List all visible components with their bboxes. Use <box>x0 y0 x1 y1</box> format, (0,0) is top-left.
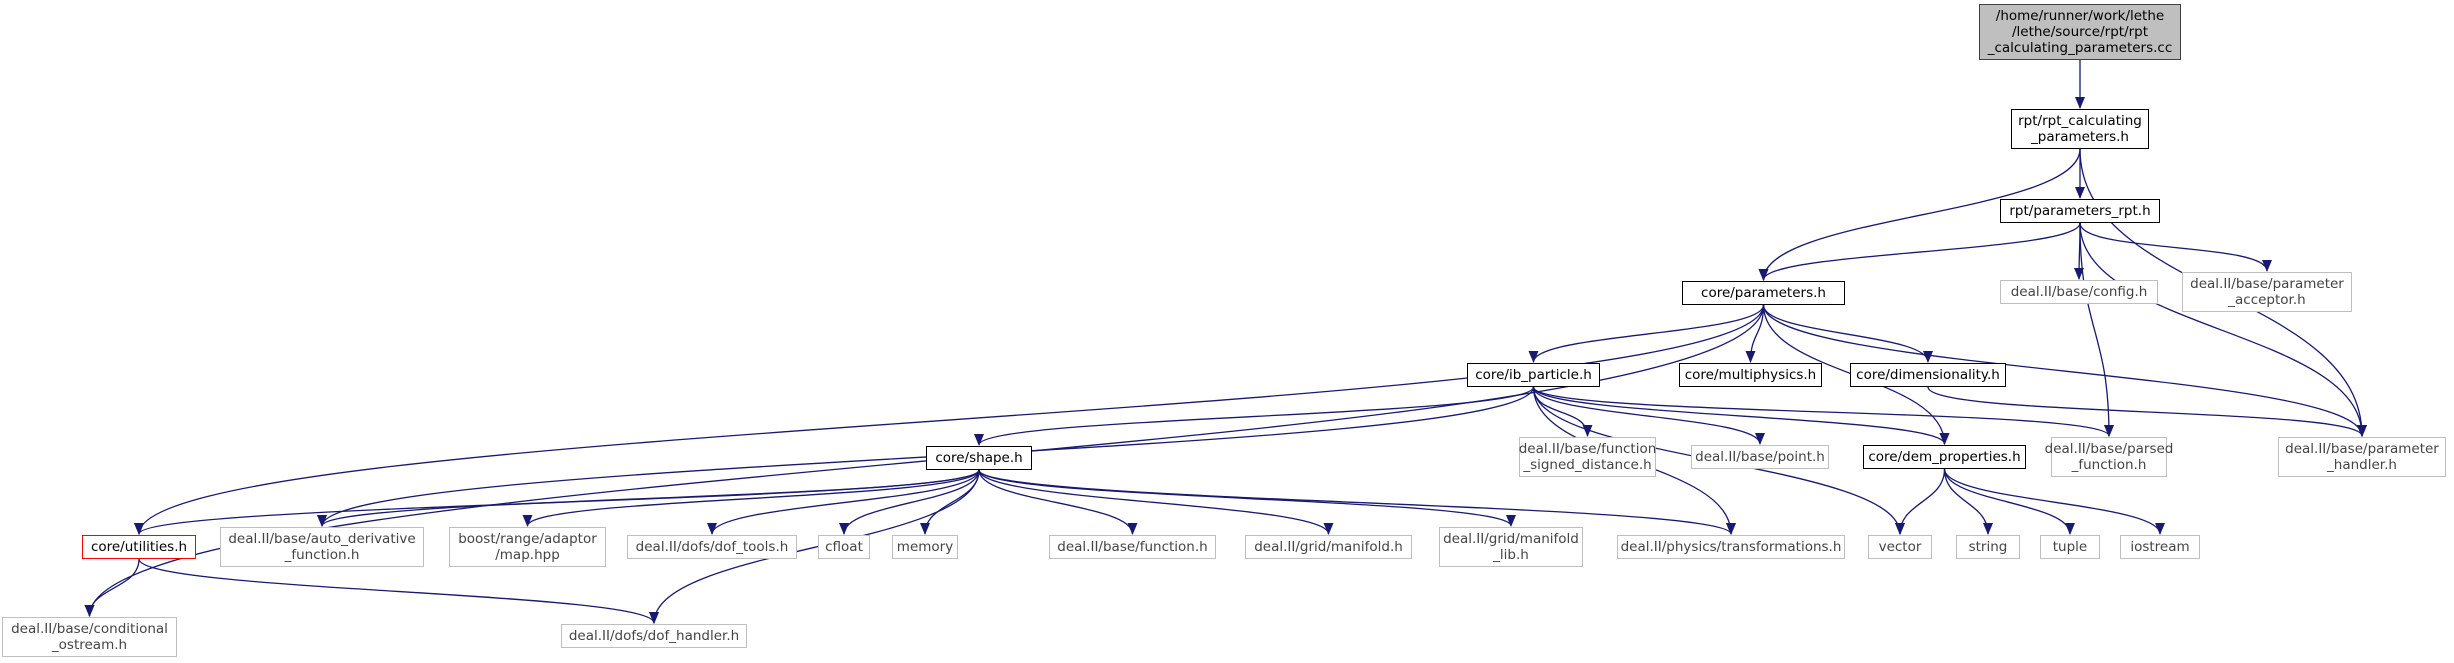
node-multiphysics[interactable]: core/multiphysics.h <box>1679 363 1822 387</box>
node-param-acceptor: deal.II/base/parameter _acceptor.h <box>2182 272 2352 312</box>
edge-ib-particle-to-dem-props <box>1532 386 1950 445</box>
edge-shape-to-manifold-lib <box>978 469 1516 527</box>
edge-utilities-to-dof-handler <box>138 558 659 624</box>
node-root[interactable]: /home/runner/work/lethe /lethe/source/rp… <box>1979 4 2181 60</box>
node-boost-map: boost/range/adaptor /map.hpp <box>449 527 606 567</box>
edge-shape-to-boost-map <box>522 469 980 527</box>
node-params-rpt[interactable]: rpt/parameters_rpt.h <box>2000 199 2160 223</box>
node-config: deal.II/base/config.h <box>2000 280 2158 304</box>
node-cfloat: cfloat <box>818 535 870 559</box>
edge-core-params-to-utilities <box>134 304 1765 535</box>
edge-core-params-to-param-handler <box>1762 304 2367 437</box>
edge-params-rpt-to-param-acceptor <box>2079 222 2272 272</box>
edge-params-rpt-to-parsed-func <box>2079 222 2114 437</box>
edge-shape-to-transformations <box>978 469 1736 535</box>
node-iostream: iostream <box>2120 535 2200 559</box>
node-transformations: deal.II/physics/transformations.h <box>1617 535 1845 559</box>
node-utilities[interactable]: core/utilities.h <box>82 535 196 559</box>
node-tuple: tuple <box>2040 535 2100 559</box>
node-func-sdist: deal.II/base/function _signed_distance.h <box>1519 437 1656 477</box>
node-string: string <box>1956 535 2020 559</box>
edge-ib-particle-to-point <box>1532 386 1765 445</box>
node-ib-particle[interactable]: core/ib_particle.h <box>1467 363 1600 387</box>
edge-shape-to-function <box>978 469 1138 535</box>
edge-shape-to-cfloat <box>839 469 980 535</box>
edge-params-rpt-to-core-params <box>1758 222 2081 281</box>
node-core-params[interactable]: core/parameters.h <box>1682 281 1845 305</box>
node-point: deal.II/base/point.h <box>1691 445 1829 469</box>
edge-ib-particle-to-shape <box>974 386 1535 446</box>
edge-shape-to-auto-deriv <box>317 469 980 527</box>
node-dof-handler: deal.II/dofs/dof_handler.h <box>561 624 747 648</box>
edge-ib-particle-to-parsed-func <box>1532 386 2114 437</box>
edge-core-params-to-dimensionality <box>1762 304 1933 363</box>
edge-utilities-to-cond-ostream <box>84 558 140 617</box>
node-dimensionality[interactable]: core/dimensionality.h <box>1850 363 2006 387</box>
edge-shape-to-dof-handler <box>649 469 980 624</box>
edge-dimensionality-to-param-handler <box>1927 386 2367 437</box>
edge-dem-props-to-vector <box>1895 468 1946 535</box>
node-manifold-lib: deal.II/grid/manifold _lib.h <box>1439 527 1583 567</box>
node-function: deal.II/base/function.h <box>1049 535 1216 559</box>
edge-core-params-to-ib-particle <box>1528 304 1765 363</box>
node-parsed-func: deal.II/base/parsed _function.h <box>2045 437 2173 477</box>
edge-core-params-to-multiphysics <box>1745 304 1765 363</box>
node-manifold: deal.II/grid/manifold.h <box>1245 535 1412 559</box>
node-memory: memory <box>892 535 958 559</box>
node-auto-deriv: deal.II/base/auto_derivative _function.h <box>220 527 424 567</box>
node-cond-ostream: deal.II/base/conditional _ostream.h <box>2 617 177 657</box>
edge-dem-props-to-string <box>1943 468 1993 535</box>
node-param-handler: deal.II/base/parameter _handler.h <box>2278 437 2446 477</box>
node-shape[interactable]: core/shape.h <box>926 446 1032 470</box>
edge-shape-to-manifold <box>978 469 1334 535</box>
edge-rpt-calc-h-to-core-params <box>1758 148 2081 281</box>
node-dof-tools: deal.II/dofs/dof_tools.h <box>627 535 797 559</box>
edge-shape-to-dof-tools <box>707 469 980 535</box>
node-dem-props[interactable]: core/dem_properties.h <box>1863 445 2026 469</box>
edge-dem-props-to-tuple <box>1943 468 2075 535</box>
node-vector: vector <box>1868 535 1932 559</box>
node-rpt-calc-h[interactable]: rpt/rpt_calculating _parameters.h <box>2011 109 2149 149</box>
edge-dem-props-to-iostream <box>1943 468 2165 535</box>
edge-params-rpt-to-param-handler <box>2079 222 2367 437</box>
